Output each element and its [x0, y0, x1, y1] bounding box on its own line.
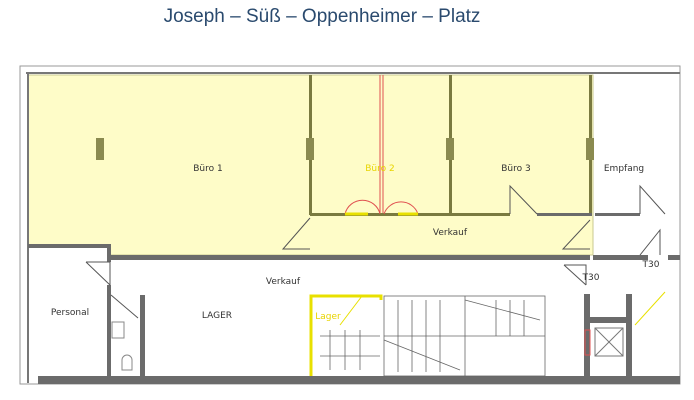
office-front-wall — [537, 213, 592, 216]
plan-title: Joseph – Süß – Oppenheimer – Platz — [163, 6, 481, 27]
door-swing — [563, 264, 587, 286]
toilet — [121, 354, 133, 371]
corridor-wall — [110, 255, 590, 260]
room-label-buero-3: Büro 3 — [501, 164, 530, 174]
door-arc — [383, 201, 419, 215]
door-swing — [110, 294, 139, 319]
door-swing — [86, 261, 111, 285]
sink — [111, 321, 125, 339]
door-swing — [634, 291, 666, 326]
room-label-empfang: Empfang — [604, 164, 644, 174]
wall-segment — [140, 295, 145, 380]
room-label-personal: Personal — [51, 308, 89, 318]
elevator-cross — [594, 327, 624, 357]
wall-segment — [668, 255, 680, 260]
column — [306, 138, 314, 160]
door-swing — [639, 228, 661, 256]
room-label-buero-2: Büro 2 — [365, 164, 394, 174]
room-label-lager: LAGER — [202, 311, 232, 321]
room-label-verkauf-upper: Verkauf — [433, 228, 468, 238]
door-swing — [564, 264, 587, 285]
personal-top-wall — [28, 244, 110, 248]
door-arc — [344, 199, 381, 215]
door-swing — [281, 217, 311, 250]
wall-segment — [593, 255, 648, 260]
bottom-wall — [38, 376, 680, 384]
core-wall — [626, 294, 632, 380]
door-swing — [639, 184, 666, 215]
fire-door — [584, 329, 591, 356]
stairs — [320, 295, 546, 377]
room-label-buero-1: Büro 1 — [193, 164, 222, 174]
door-swing — [561, 219, 591, 250]
wall-segment — [107, 285, 111, 380]
core-wall — [584, 317, 632, 323]
door-swing — [85, 261, 111, 286]
elevator — [594, 327, 624, 357]
column — [96, 138, 104, 160]
door-label-t30: T30 — [642, 260, 660, 270]
wall-segment — [107, 244, 111, 262]
empfang-wall — [595, 213, 640, 216]
door-label-t30: T30 — [582, 273, 600, 283]
lager-wall — [309, 294, 383, 376]
room-label-lager-small: Lager — [315, 312, 341, 322]
column — [586, 138, 594, 160]
column — [446, 138, 454, 160]
door-swing — [509, 184, 538, 215]
door-swing — [339, 295, 363, 326]
room-label-verkauf-lower: Verkauf — [266, 277, 301, 287]
core-wall — [584, 294, 590, 380]
